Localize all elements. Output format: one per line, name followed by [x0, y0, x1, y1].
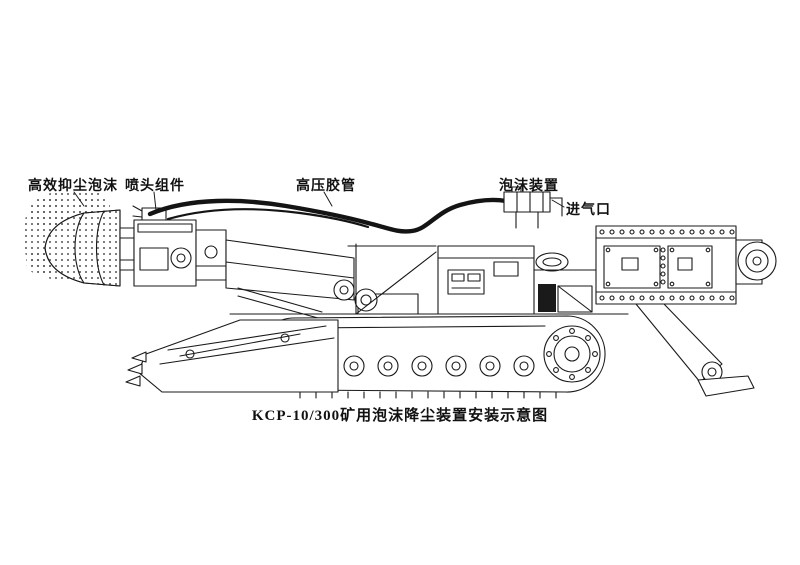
rear-cabinet — [595, 225, 737, 305]
cutter-boom — [225, 239, 355, 319]
label-foam: 高效抑尘泡沫 — [28, 179, 118, 194]
high-pressure-hose — [147, 197, 509, 234]
cutter-motor — [119, 219, 227, 287]
label-air-inlet: 进气口 — [566, 203, 611, 218]
chassis-deck — [229, 243, 629, 315]
label-nozzle-assembly: 喷头组件 — [125, 179, 185, 194]
diagram-caption: KCP-10/300矿用泡沫降尘装置安装示意图 — [251, 408, 549, 424]
rear-stabilizer — [635, 303, 755, 397]
loading-apron — [125, 319, 339, 393]
cable-reel — [735, 239, 777, 285]
crawler-track — [257, 315, 606, 399]
label-high-pressure-hose: 高压胶管 — [296, 179, 356, 194]
cutting-head — [44, 209, 121, 287]
machine-body — [437, 245, 597, 315]
leader-lines — [73, 191, 565, 211]
label-foam-device: 泡沫装置 — [499, 179, 559, 194]
foam-device — [503, 186, 563, 229]
